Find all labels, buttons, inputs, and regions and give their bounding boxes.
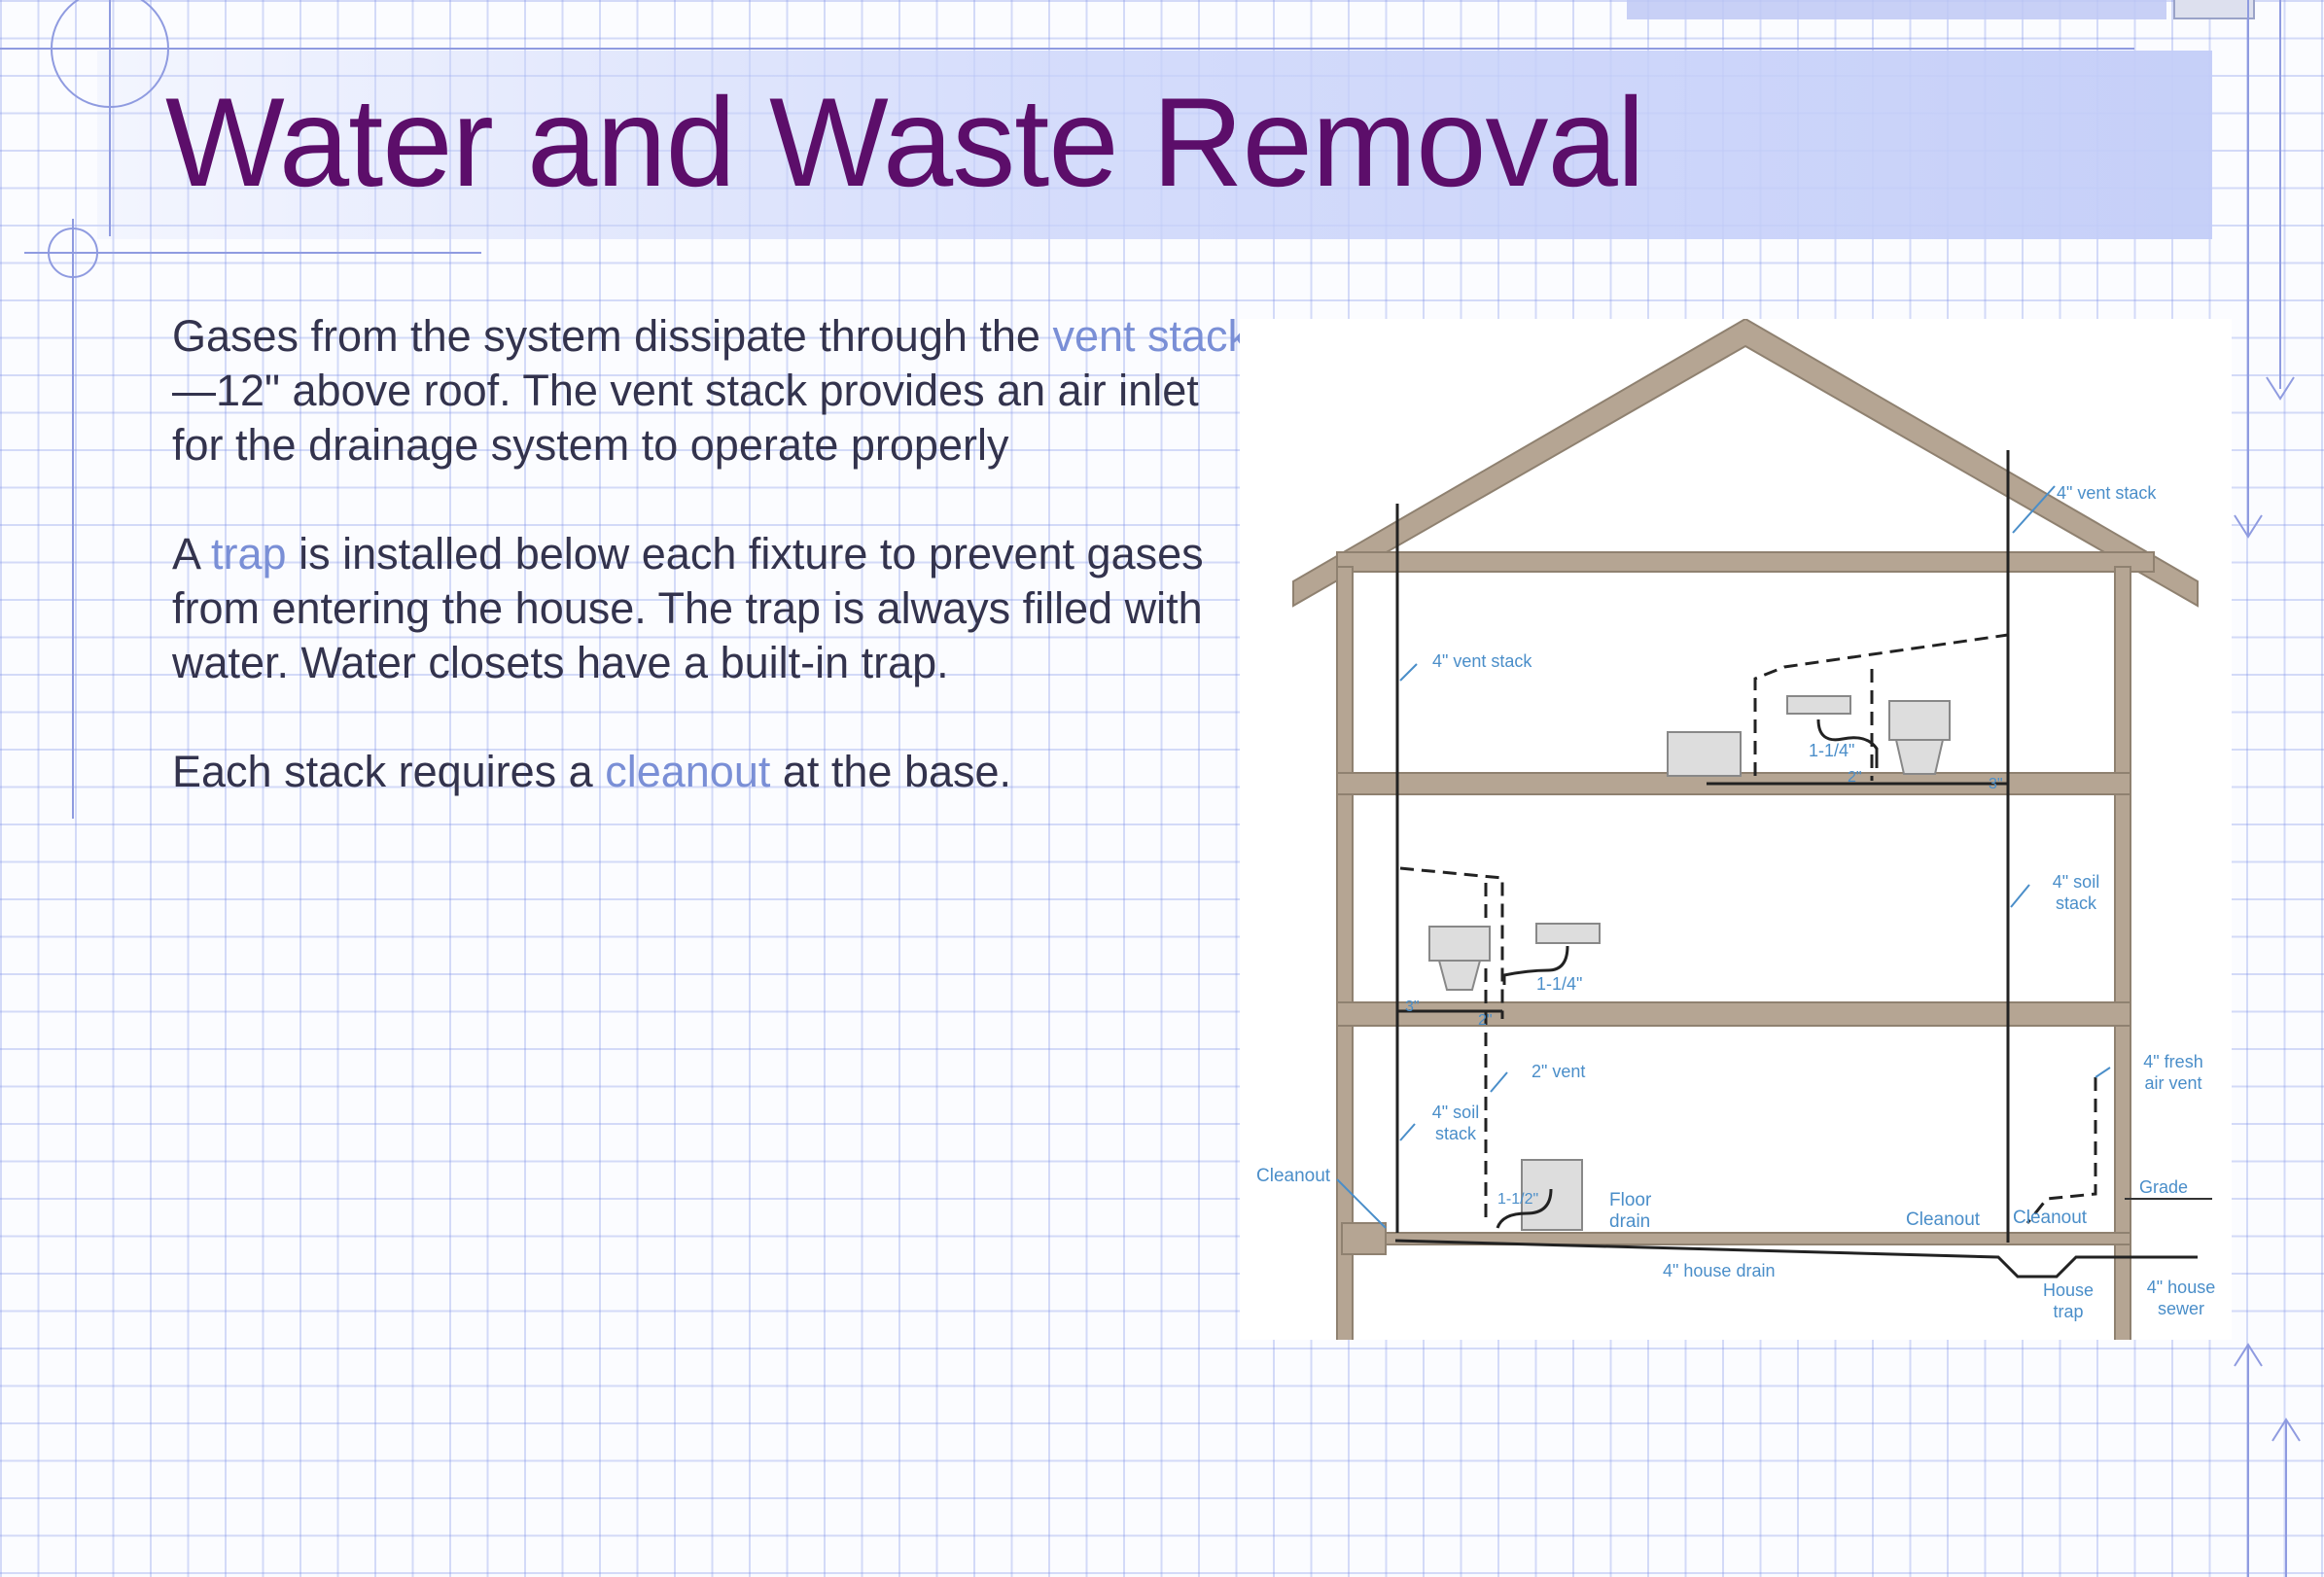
label-house-drain: 4" house drain: [1663, 1261, 1775, 1280]
top-accent-band: [1627, 0, 2166, 19]
bathtub: [1667, 731, 1742, 777]
label-floor-drain: Floor: [1609, 1190, 1652, 1210]
label-trap-middle: 1-1/4": [1536, 974, 1582, 994]
label-soil-stack-right: 4" soil: [2053, 872, 2099, 892]
leader-arrow: [1490, 1071, 1508, 1093]
label-cleanout-left: Cleanout: [1256, 1166, 1331, 1186]
left-footing: [1341, 1222, 1387, 1255]
lavatory-middle: [1535, 923, 1601, 944]
label-pipe-middle-3in: 3": [1405, 999, 1420, 1015]
text-run: —12" above roof. The vent stack provides…: [172, 366, 1199, 470]
title-band: [97, 51, 2212, 239]
term-vent-stack: vent stack: [1052, 311, 1250, 361]
slide-title: Water and Waste Removal: [165, 71, 1645, 213]
leader-arrow: [2012, 485, 2056, 534]
label-vent-2in: 2" vent: [1532, 1062, 1585, 1081]
term-cleanout: cleanout: [605, 747, 771, 796]
label-soil-stack-left: stack: [1435, 1124, 1477, 1143]
text-run: A: [172, 529, 212, 578]
text-run: Gases from the system dissipate through …: [172, 311, 1053, 361]
paragraph-trap: A trap is installed below each fixture t…: [172, 527, 1251, 690]
label-pipe-upper-2in: 2": [1848, 769, 1862, 786]
paragraph-vent-stack: Gases from the system dissipate through …: [172, 309, 1251, 473]
water-closet-upper: [1888, 700, 1951, 775]
middle-vent: [1399, 866, 1504, 1019]
label-grade: Grade: [2139, 1177, 2188, 1197]
lavatory-upper: [1786, 695, 1851, 715]
label-soil-stack-left: 4" soil: [1432, 1103, 1479, 1122]
term-trap: trap: [211, 529, 287, 578]
label-house-trap: trap: [2053, 1302, 2083, 1321]
label-floor-drain: drain: [1609, 1211, 1650, 1232]
leader-arrow: [1399, 663, 1418, 682]
label-cleanout-mid: Cleanout: [1906, 1209, 1981, 1230]
text-run: at the base.: [770, 747, 1012, 796]
trap-upper: [1816, 718, 1879, 768]
water-closet-middle: [1428, 926, 1491, 991]
upper-vent: [1753, 633, 2009, 776]
roof: [1292, 319, 2199, 608]
house-section-drawing: 4" vent stack 4" vent stack 1-1/4" 2" 3"…: [1256, 319, 2215, 1340]
label-pipe-middle-2in: 2": [1478, 1012, 1493, 1029]
leader-arrow: [2010, 884, 2030, 908]
fresh-air-vent: [2025, 1077, 2097, 1224]
text-run: is installed below each fixture to preve…: [172, 529, 1204, 687]
label-house-sewer: sewer: [2158, 1299, 2204, 1318]
house-drain: [1394, 1239, 2198, 1279]
label-fresh-air-vent: 4" fresh: [2143, 1052, 2202, 1071]
leader-arrow: [1336, 1178, 1387, 1229]
middle-floor: [1336, 1001, 2131, 1027]
slide-body: Gases from the system dissipate through …: [172, 309, 1251, 854]
leader-arrow: [1399, 1123, 1416, 1141]
paragraph-cleanout: Each stack requires a cleanout at the ba…: [172, 745, 1251, 799]
label-trap-lower: 1-1/2": [1497, 1191, 1538, 1208]
arrow-down-icon: [2266, 376, 2295, 401]
label-pipe-upper-3in: 3": [1989, 776, 2003, 792]
label-house-sewer: 4" house: [2147, 1278, 2215, 1297]
arrow-up-icon: [2234, 1343, 2263, 1367]
plumbing-diagram: 4" vent stack 4" vent stack 1-1/4" 2" 3"…: [1240, 319, 2232, 1340]
label-trap-upper: 1-1/4": [1809, 741, 1854, 760]
label-house-trap: House: [2043, 1280, 2094, 1300]
left-wall: [1336, 566, 1354, 1340]
trap-middle: [1502, 945, 1569, 985]
label-cleanout-right: Cleanout: [2013, 1208, 2088, 1228]
label-soil-stack-right: stack: [2056, 894, 2097, 913]
leader-arrow: [2095, 1067, 2111, 1078]
arrow-down-icon: [2234, 514, 2263, 539]
right-wall: [2114, 566, 2131, 1340]
trap-lower: [1496, 1188, 1553, 1229]
text-run: Each stack requires a: [172, 747, 606, 796]
label-vent-stack-left: 4" vent stack: [1432, 651, 1532, 671]
top-corner-box: [2173, 0, 2255, 19]
ceiling-beam: [1336, 551, 2155, 573]
label-vent-stack-roof: 4" vent stack: [2057, 483, 2157, 503]
arrow-up-icon: [2271, 1418, 2301, 1442]
label-fresh-air-vent: air vent: [2144, 1073, 2201, 1093]
